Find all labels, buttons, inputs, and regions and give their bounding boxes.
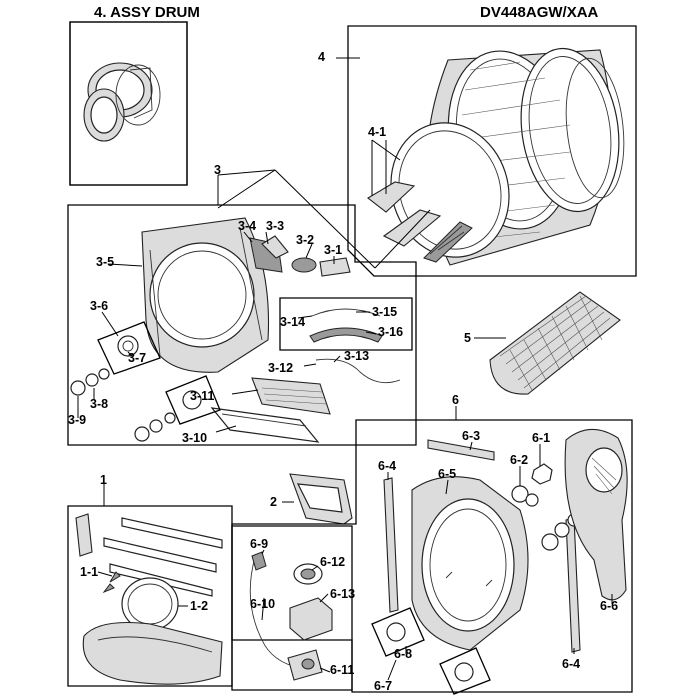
- callout-label: 6-11: [330, 663, 355, 677]
- callout-label: 3: [214, 163, 221, 177]
- callout-label: 6-7: [374, 679, 393, 693]
- callout-label: 3-5: [96, 255, 115, 269]
- drum-illustration: [367, 47, 625, 266]
- callout-label: 6-2: [510, 453, 529, 467]
- model-number: DV448AGW/XAA: [480, 4, 599, 21]
- callout-label: 3-9: [68, 413, 87, 427]
- callout-label: 3-14: [280, 315, 306, 329]
- front-frame-assembly: [67, 169, 431, 446]
- callout-label: 6-4: [378, 459, 397, 473]
- rear-bulkhead-illustration: [249, 428, 628, 695]
- callout-label: 3-6: [90, 299, 109, 313]
- front-panel-illustration: [70, 217, 413, 443]
- callout-label: 3-3: [266, 219, 285, 233]
- callout-label: 6-6: [600, 599, 619, 613]
- duct-gasket-illustration: [282, 473, 353, 525]
- callout-label: 5: [464, 331, 471, 345]
- rear-assembly-frame: [231, 406, 633, 693]
- callout-label: 3-15: [372, 305, 398, 319]
- callout-label: 6: [452, 393, 459, 407]
- callout-label: 6-12: [320, 555, 346, 569]
- callout-label: 2: [270, 495, 277, 509]
- callout-label: 6-9: [250, 537, 269, 551]
- callout-label: 3-11: [190, 389, 215, 403]
- callout-label: 3-4: [238, 219, 257, 233]
- drum-assembly-frame: [336, 25, 637, 277]
- callout-label: 1-1: [80, 565, 99, 579]
- callout-label: 1-2: [190, 599, 209, 613]
- callout-label: 3-16: [378, 325, 404, 339]
- callout-label: 3-10: [182, 431, 208, 445]
- callout-label: 6-5: [438, 467, 457, 481]
- leader-lines: [77, 140, 613, 681]
- callout-label: 6-4: [562, 657, 581, 671]
- lint-filter-illustration: [474, 291, 621, 395]
- callout-label: 4-1: [368, 125, 387, 139]
- callout-label: 4: [318, 50, 325, 64]
- callout-label: 3-1: [324, 243, 343, 257]
- callout-label: 6-10: [250, 597, 276, 611]
- callout-label: 6-3: [462, 429, 481, 443]
- assembly-overview-thumbnail: [69, 21, 188, 186]
- callout-label: 6-1: [532, 431, 551, 445]
- callout-label: 6-8: [394, 647, 413, 661]
- callout-label: 3-12: [268, 361, 294, 375]
- callout-label: 3-2: [296, 233, 315, 247]
- assembly-title: 4. ASSY DRUM: [94, 4, 200, 21]
- callout-label: 1: [100, 473, 107, 487]
- door-trim-illustration: [75, 513, 223, 685]
- callout-label: 3-7: [128, 351, 147, 365]
- callout-label: 3-8: [90, 397, 109, 411]
- callout-label: 3-13: [344, 349, 370, 363]
- callout-label: 6-13: [330, 587, 356, 601]
